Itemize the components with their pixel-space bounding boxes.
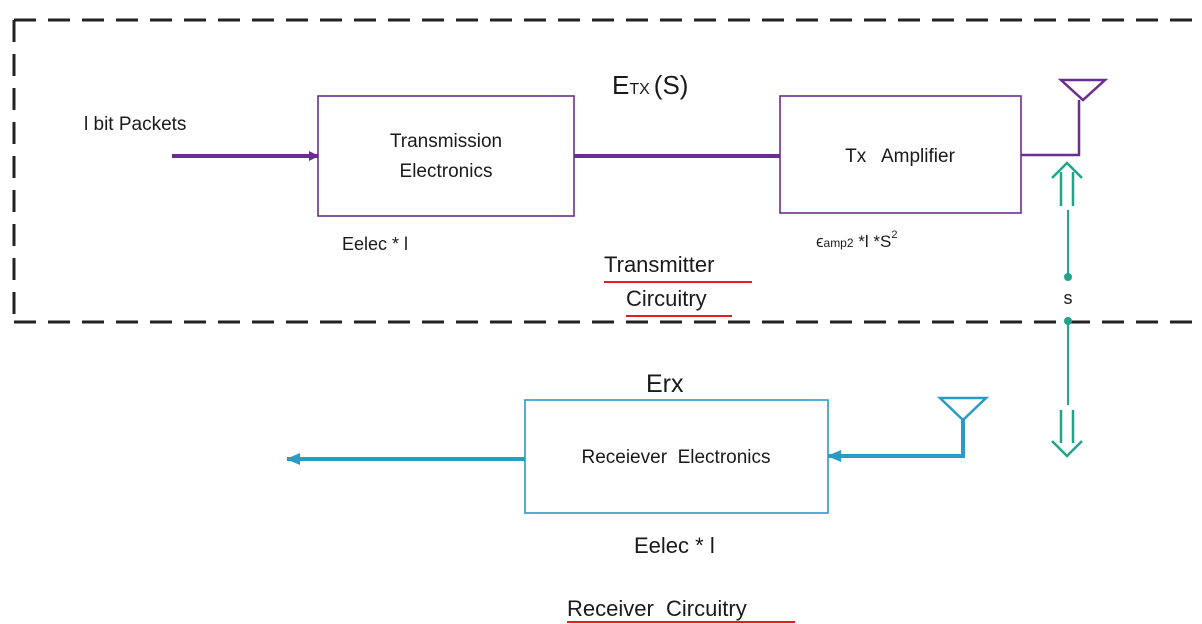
receiver-electronics-label: Receiever Electronics [581,447,770,468]
receive-antenna-icon [936,396,990,422]
transmission-electronics-box [317,95,575,217]
receive-energy-label: Erx [646,370,684,398]
down-double-arrow-icon [1051,410,1083,458]
transmission-electronics-formula: Eelec * l [342,234,408,254]
distance-marker: s [1051,161,1083,458]
receiver-electronics-box [524,399,829,514]
tx-amplifier-box [779,95,1022,214]
amplifier-to-antenna-line [1021,100,1081,157]
transmission-electronics-label-line1: Transmission [390,131,502,152]
transmitter-title-line2: Circuitry [626,286,707,311]
transmission-electronics-label-line2: Electronics [400,161,493,182]
tx-amplifier-label: Tx Amplifier [845,146,955,167]
amplifier-energy-formula: ϵamp2 *l *S2 [816,229,897,251]
transmitter-boundary [12,18,1202,324]
distance-label: s [1064,288,1073,308]
transmit-energy-label: ETX(S) [612,70,688,100]
transmit-antenna-icon [1057,78,1109,102]
receiver-title: Receiver Circuitry [567,596,747,621]
receiver-electronics-formula: Eelec * l [634,533,715,558]
up-double-arrow-icon [1051,161,1083,206]
input-packets-label: l bit Packets [84,114,186,135]
antenna-to-receiver-line [827,420,965,462]
transmitter-title-line1: Transmitter [604,252,714,277]
